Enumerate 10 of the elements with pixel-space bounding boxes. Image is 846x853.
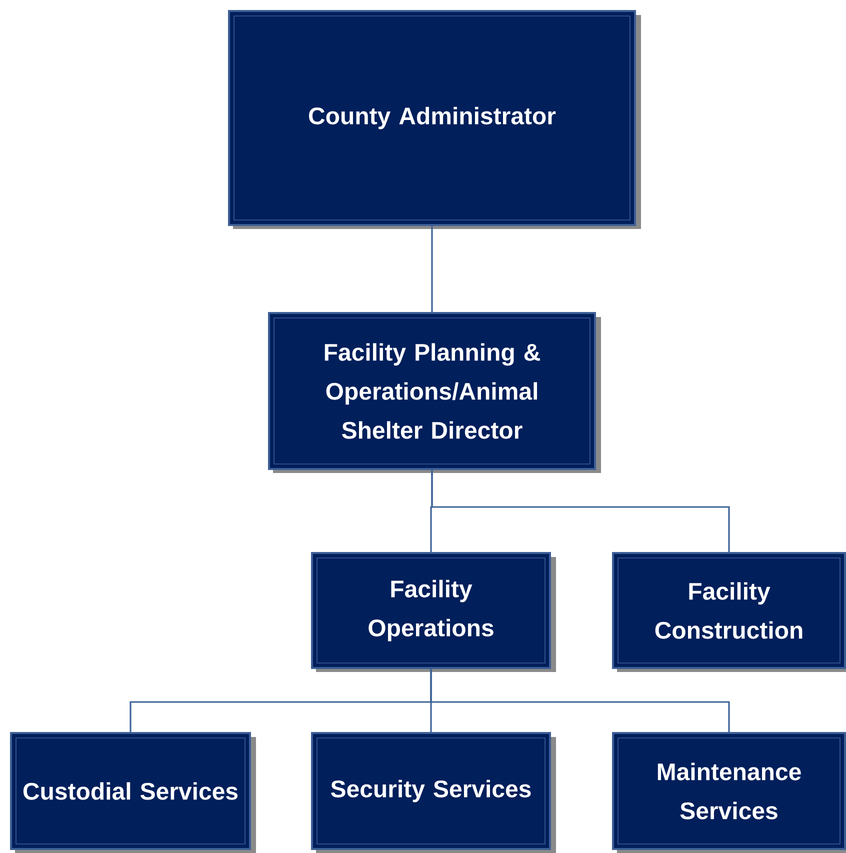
- org-box: Facility Operations: [311, 552, 556, 672]
- org-box: County Administrator: [228, 10, 641, 229]
- connector-line: [430, 669, 730, 732]
- org-box: Custodial Services: [10, 732, 256, 853]
- org-box: Maintenance Services: [612, 732, 846, 853]
- org-box: Security Services: [311, 732, 556, 853]
- org-box: Facility Planning & Operations/Animal Shelter Director: [268, 312, 601, 473]
- org-box: Facility Construction: [612, 552, 846, 672]
- connector-line: [431, 226, 433, 312]
- connector-line: [431, 470, 730, 552]
